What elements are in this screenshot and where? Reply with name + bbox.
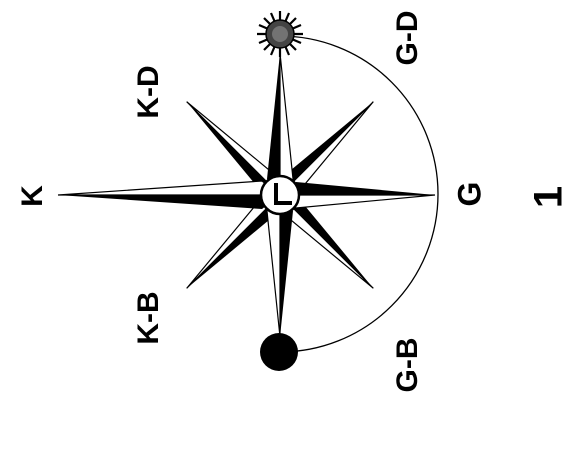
- filled-circle-icon: [260, 333, 298, 371]
- label-g-d: G-D: [391, 11, 424, 66]
- label-k: K: [16, 185, 49, 207]
- center-circle: [261, 176, 299, 214]
- label-g: G: [451, 182, 487, 207]
- cardinal-points: [58, 53, 435, 337]
- compass-rose: [58, 53, 435, 337]
- label-k-b: K-B: [132, 291, 165, 344]
- label-k-d: K-D: [132, 65, 165, 118]
- figure-number: 1: [527, 186, 571, 208]
- label-g-b: G-B: [391, 338, 424, 393]
- sun-icon: [257, 11, 303, 57]
